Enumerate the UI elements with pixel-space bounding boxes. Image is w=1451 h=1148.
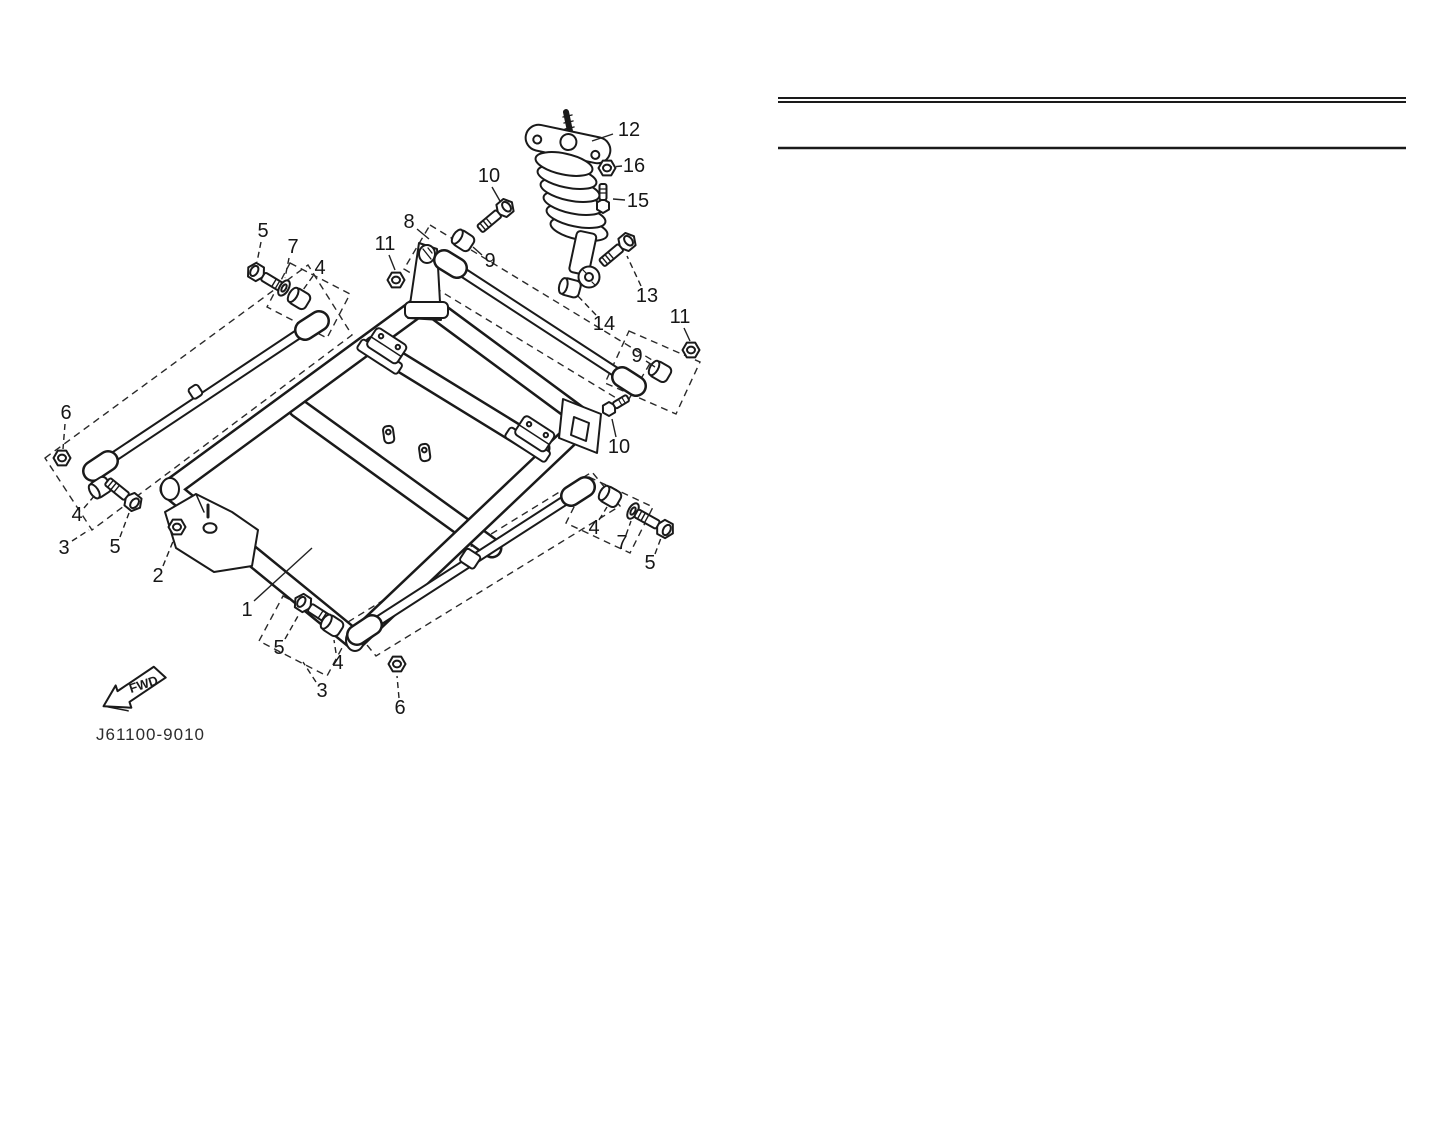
group-box-right-fasteners bbox=[565, 476, 654, 554]
tie-rod-bottom bbox=[346, 476, 596, 646]
leader-line-11 bbox=[388, 254, 396, 271]
leader-line-10 bbox=[611, 418, 617, 438]
callout-9: 9 bbox=[484, 250, 495, 272]
rod-tab bbox=[187, 383, 204, 400]
frame-clevis-tab bbox=[381, 424, 396, 445]
callout-7: 7 bbox=[287, 236, 298, 258]
callout-16: 16 bbox=[623, 155, 645, 177]
leader-line-4 bbox=[333, 639, 337, 654]
nut-6-bottom bbox=[387, 655, 407, 673]
leader-line-9 bbox=[645, 360, 656, 368]
callout-6: 6 bbox=[60, 402, 71, 424]
leader-line-5 bbox=[654, 537, 662, 555]
callout-2: 2 bbox=[152, 565, 163, 587]
callout-11: 11 bbox=[670, 306, 691, 328]
tie-rod-upper-right bbox=[433, 249, 647, 397]
part-12-shock-absorber bbox=[524, 109, 612, 289]
callout-8: 8 bbox=[403, 211, 414, 233]
callout-10: 10 bbox=[608, 436, 630, 458]
leader-line-6 bbox=[396, 675, 400, 699]
frame-mount-bracket bbox=[164, 493, 259, 573]
tie-rod-upper-left bbox=[82, 310, 330, 482]
group-box-8 bbox=[403, 224, 653, 405]
leader-line-15 bbox=[612, 198, 626, 201]
leader-line-3 bbox=[71, 529, 90, 542]
leader-line-14 bbox=[575, 293, 597, 316]
frame-upper-arm bbox=[404, 242, 449, 321]
bolt-10-upper bbox=[473, 195, 519, 237]
leader-line-5 bbox=[119, 512, 130, 538]
frame-clevis-tab bbox=[417, 442, 432, 463]
rod-clamp bbox=[459, 547, 482, 570]
leader-line-7 bbox=[625, 520, 632, 536]
callout-1: 1 bbox=[241, 599, 252, 621]
callout-3: 3 bbox=[316, 680, 327, 702]
leader-line-6 bbox=[62, 423, 66, 450]
nut-11-upper bbox=[386, 271, 406, 289]
leader-line-11 bbox=[683, 327, 691, 342]
leader-line-12 bbox=[591, 133, 614, 142]
bolt-15 bbox=[596, 183, 610, 214]
fwd-arrow: FWD bbox=[102, 665, 167, 712]
nut-16 bbox=[597, 159, 617, 177]
group-box-left-rod bbox=[44, 263, 353, 532]
callout-13: 13 bbox=[636, 285, 658, 307]
group-box-bottom-rod bbox=[346, 471, 622, 657]
frame-end-bracket bbox=[558, 398, 602, 454]
nut-11-right bbox=[681, 341, 701, 359]
table-rules bbox=[778, 97, 1406, 150]
shock-top-plate bbox=[524, 123, 612, 165]
leader-line-8 bbox=[416, 228, 430, 240]
callout-15: 15 bbox=[627, 190, 649, 212]
callout-5: 5 bbox=[273, 637, 284, 659]
leader-line-2 bbox=[162, 538, 175, 567]
shock-lower-eye bbox=[577, 265, 601, 289]
leader-line-3 bbox=[302, 661, 317, 683]
callout-6: 6 bbox=[394, 697, 405, 719]
callout-10: 10 bbox=[478, 165, 500, 187]
leader-line-10 bbox=[491, 186, 501, 202]
callout-9: 9 bbox=[631, 345, 642, 367]
callout-5: 5 bbox=[644, 552, 655, 574]
bolt-10-right bbox=[598, 391, 632, 419]
part-code: J61100-9010 bbox=[96, 725, 205, 744]
leader-line-4 bbox=[83, 494, 96, 509]
shock-coil-spring bbox=[534, 151, 609, 242]
callout-4: 4 bbox=[588, 517, 599, 539]
callout-11: 11 bbox=[375, 233, 396, 255]
leader-line-5 bbox=[284, 615, 299, 640]
callout-14: 14 bbox=[593, 313, 615, 335]
bushing-9-right bbox=[645, 357, 675, 385]
nut-6-left bbox=[52, 449, 72, 467]
frame-tube-end bbox=[160, 477, 180, 501]
leader-line-5 bbox=[256, 241, 262, 263]
callout-5: 5 bbox=[109, 536, 120, 558]
leader-line-1 bbox=[253, 547, 313, 602]
leader-line-4 bbox=[302, 275, 314, 291]
callout-4: 4 bbox=[314, 257, 325, 279]
callout-5: 5 bbox=[257, 220, 268, 242]
bushing-9-upper bbox=[448, 226, 478, 255]
leader-line-16 bbox=[610, 165, 623, 168]
callout-7: 7 bbox=[616, 532, 627, 554]
callout-4: 4 bbox=[332, 652, 343, 674]
leader-line-9 bbox=[472, 246, 483, 256]
leader-line-7 bbox=[284, 257, 290, 279]
callout-12: 12 bbox=[618, 119, 640, 141]
callout-4: 4 bbox=[71, 504, 82, 526]
leader-line-13 bbox=[626, 255, 642, 287]
callout-3: 3 bbox=[58, 537, 69, 559]
nut-2 bbox=[167, 518, 187, 536]
leader-line-4 bbox=[598, 506, 608, 521]
